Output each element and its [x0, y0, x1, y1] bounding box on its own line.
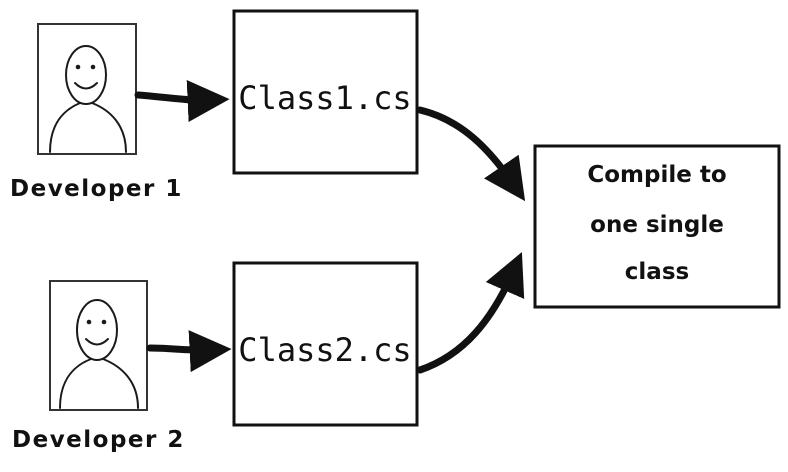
class1-file-label: Class1.cs [238, 79, 411, 117]
arrow-developer-1-to-class1 [134, 80, 230, 122]
class1-file-node: Class1.cs [232, 9, 419, 175]
class1-file-box [232, 9, 419, 175]
developer-1-label: Developer 1 [10, 176, 183, 202]
compile-label-line-1: Compile to [587, 162, 726, 188]
arrow-developer-2-to-class2 [146, 330, 232, 373]
compile-label-line-2: one single [590, 212, 724, 238]
arrow-class1-to-compile [416, 106, 526, 202]
developer-1-node: Developer 1 [10, 23, 183, 202]
developer-2-node: Developer 2 [12, 280, 185, 453]
developer-2-label: Developer 2 [12, 427, 185, 453]
developer-2-photo-frame [49, 280, 148, 411]
compile-node: Compile to one single class [533, 144, 781, 309]
compile-box [533, 144, 781, 309]
arrow-class2-to-compile [416, 252, 525, 374]
class2-file-label: Class2.cs [238, 331, 411, 369]
class2-file-node: Class2.cs [232, 261, 419, 427]
class2-file-box [232, 261, 419, 427]
developer-1-person-icon [49, 45, 127, 153]
compile-label-line-3: class [625, 259, 689, 285]
developer-2-person-icon [59, 299, 139, 409]
